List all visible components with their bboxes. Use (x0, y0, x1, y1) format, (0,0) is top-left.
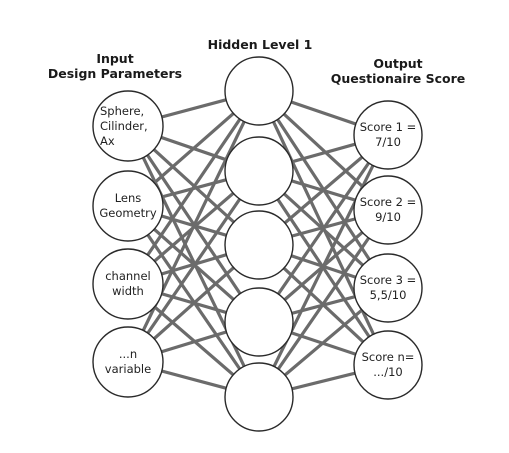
output-header-line-2: Questionaire Score (330, 71, 466, 86)
hidden-node-2 (224, 136, 294, 206)
network-nodes (92, 56, 423, 432)
input-node-3 (92, 248, 164, 320)
hidden-layer-header: Hidden Level 1 (185, 37, 335, 52)
output-node-1 (353, 100, 423, 170)
output-node-4 (353, 330, 423, 400)
hidden-node-5 (224, 362, 294, 432)
output-header-line-1: Output (373, 56, 423, 71)
connection-edge (126, 124, 261, 399)
input-header-line-1: Input (96, 51, 134, 66)
output-node-3 (353, 253, 423, 323)
hidden-node-1 (224, 56, 294, 126)
output-header: Output Questionaire Score (318, 56, 478, 86)
input-header-line-2: Design Parameters (47, 66, 183, 81)
hidden-node-4 (224, 287, 294, 357)
output-node-2 (353, 175, 423, 245)
hidden-header-line: Hidden Level 1 (207, 37, 313, 52)
connection-edge (126, 89, 261, 364)
input-node-1 (92, 90, 164, 162)
connection-edge (257, 208, 390, 399)
input-header: Input Design Parameters (40, 51, 190, 81)
connection-edge (257, 133, 390, 399)
hidden-node-3 (224, 210, 294, 280)
connection-edge (126, 89, 261, 286)
input-node-2 (92, 170, 164, 242)
connection-edge (126, 169, 261, 364)
connection-edge (257, 133, 390, 324)
input-node-4 (92, 326, 164, 398)
